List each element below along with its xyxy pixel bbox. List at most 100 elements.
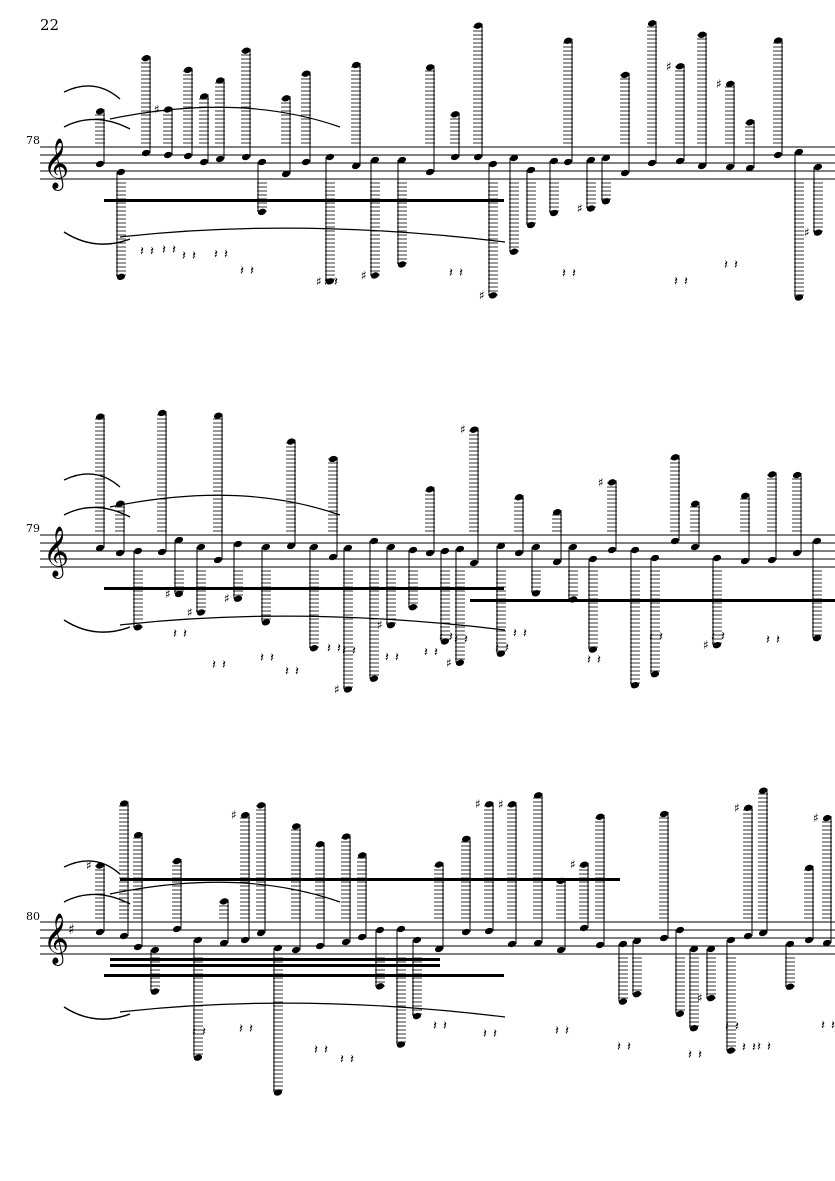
notehead	[133, 831, 143, 839]
notehead	[659, 934, 669, 942]
notehead	[712, 554, 722, 562]
notehead	[670, 537, 680, 545]
notehead	[758, 929, 768, 937]
rest-icon: 𝄽	[449, 630, 453, 645]
notehead	[273, 1089, 283, 1096]
rest-icon: 𝄽	[649, 630, 653, 645]
sharp-accidental-icon: ♯	[813, 811, 819, 825]
notehead	[315, 841, 325, 848]
rest-icon: 𝄽	[734, 258, 738, 273]
rest-icon: 𝄽	[433, 1019, 437, 1034]
page-number: 22	[40, 16, 60, 34]
rest-icon: 𝄽	[214, 248, 218, 263]
rest-icon: 𝄽	[523, 627, 527, 642]
rest-icon: 𝄽	[314, 1043, 318, 1058]
rest-icon: 𝄽	[513, 627, 517, 642]
beam	[104, 199, 504, 202]
sharp-accidental-icon: ♯	[334, 682, 340, 696]
rest-icon: 𝄽	[459, 266, 463, 281]
notehead	[95, 160, 105, 168]
notehead	[233, 595, 243, 602]
notehead	[257, 158, 267, 166]
rest-icon: 𝄽	[140, 244, 144, 259]
notehead	[309, 543, 319, 551]
rest-icon: 𝄽	[260, 651, 264, 666]
rest-icon: 𝄽	[183, 627, 187, 642]
notehead	[588, 646, 598, 653]
notehead	[812, 537, 822, 545]
notehead	[351, 162, 361, 170]
key-signature-sharp-icon: ♯	[68, 922, 75, 938]
rest-icon: 𝄽	[495, 641, 499, 656]
rest-icon: 𝄽	[324, 275, 328, 290]
notehead	[95, 544, 105, 552]
notehead	[396, 1041, 406, 1048]
notehead	[163, 151, 173, 159]
notehead	[281, 95, 291, 102]
rest-icon: 𝄽	[766, 633, 770, 648]
notehead	[261, 619, 271, 626]
treble-clef-icon: 𝄞	[43, 526, 69, 579]
notehead	[357, 852, 367, 859]
notehead	[343, 686, 353, 693]
notehead	[450, 153, 460, 161]
notehead	[455, 545, 465, 553]
notehead	[620, 71, 630, 79]
notehead	[601, 198, 611, 205]
notehead	[743, 932, 753, 940]
notehead	[804, 864, 814, 872]
notehead	[369, 537, 379, 545]
notehead	[650, 671, 660, 678]
notehead	[632, 991, 642, 998]
rest-icon: 𝄽	[424, 646, 428, 661]
notehead	[804, 936, 814, 944]
notehead	[163, 106, 173, 113]
notehead	[697, 162, 707, 170]
notehead	[514, 494, 524, 501]
slur	[63, 893, 131, 905]
rest-icon: 𝄽	[327, 641, 331, 656]
notehead	[412, 936, 422, 944]
notehead	[773, 37, 783, 44]
notehead	[241, 47, 251, 54]
notehead	[141, 149, 151, 157]
notehead	[647, 159, 657, 167]
notehead	[659, 810, 669, 818]
notehead	[496, 542, 506, 550]
notehead	[767, 556, 777, 564]
sharp-accidental-icon: ♯	[361, 268, 367, 282]
notehead	[726, 936, 736, 944]
notehead	[273, 944, 283, 952]
notehead	[767, 471, 777, 478]
notehead	[632, 937, 642, 945]
notehead	[469, 559, 479, 567]
measure-number-79: 79	[26, 522, 40, 535]
rest-icon: 𝄽	[439, 630, 443, 645]
rest-icon: 𝄽	[698, 1048, 702, 1063]
notehead	[408, 604, 418, 611]
notehead	[309, 645, 319, 652]
notehead	[595, 941, 605, 949]
rest-icon: 𝄽	[385, 651, 389, 666]
notehead	[794, 148, 804, 156]
measure-number-80: 80	[26, 910, 40, 923]
notehead	[370, 156, 380, 164]
notehead	[133, 943, 143, 951]
rest-icon: 𝄽	[688, 1048, 692, 1063]
notehead	[425, 64, 435, 71]
sharp-accidental-icon: ♯	[187, 605, 193, 619]
notehead	[484, 927, 494, 935]
rest-icon: 𝄽	[831, 1018, 835, 1033]
notehead	[286, 438, 296, 445]
notehead	[328, 455, 338, 463]
notehead	[341, 833, 351, 840]
notehead	[351, 61, 361, 69]
rest-icon: 𝄽	[192, 1025, 196, 1040]
treble-clef-icon: 𝄞	[43, 138, 69, 191]
sharp-accidental-icon: ♯	[231, 808, 237, 822]
rest-icon: 𝄽	[627, 1040, 631, 1055]
notehead	[689, 945, 699, 953]
notehead	[461, 928, 471, 936]
notehead	[233, 540, 243, 548]
notehead	[792, 471, 802, 479]
